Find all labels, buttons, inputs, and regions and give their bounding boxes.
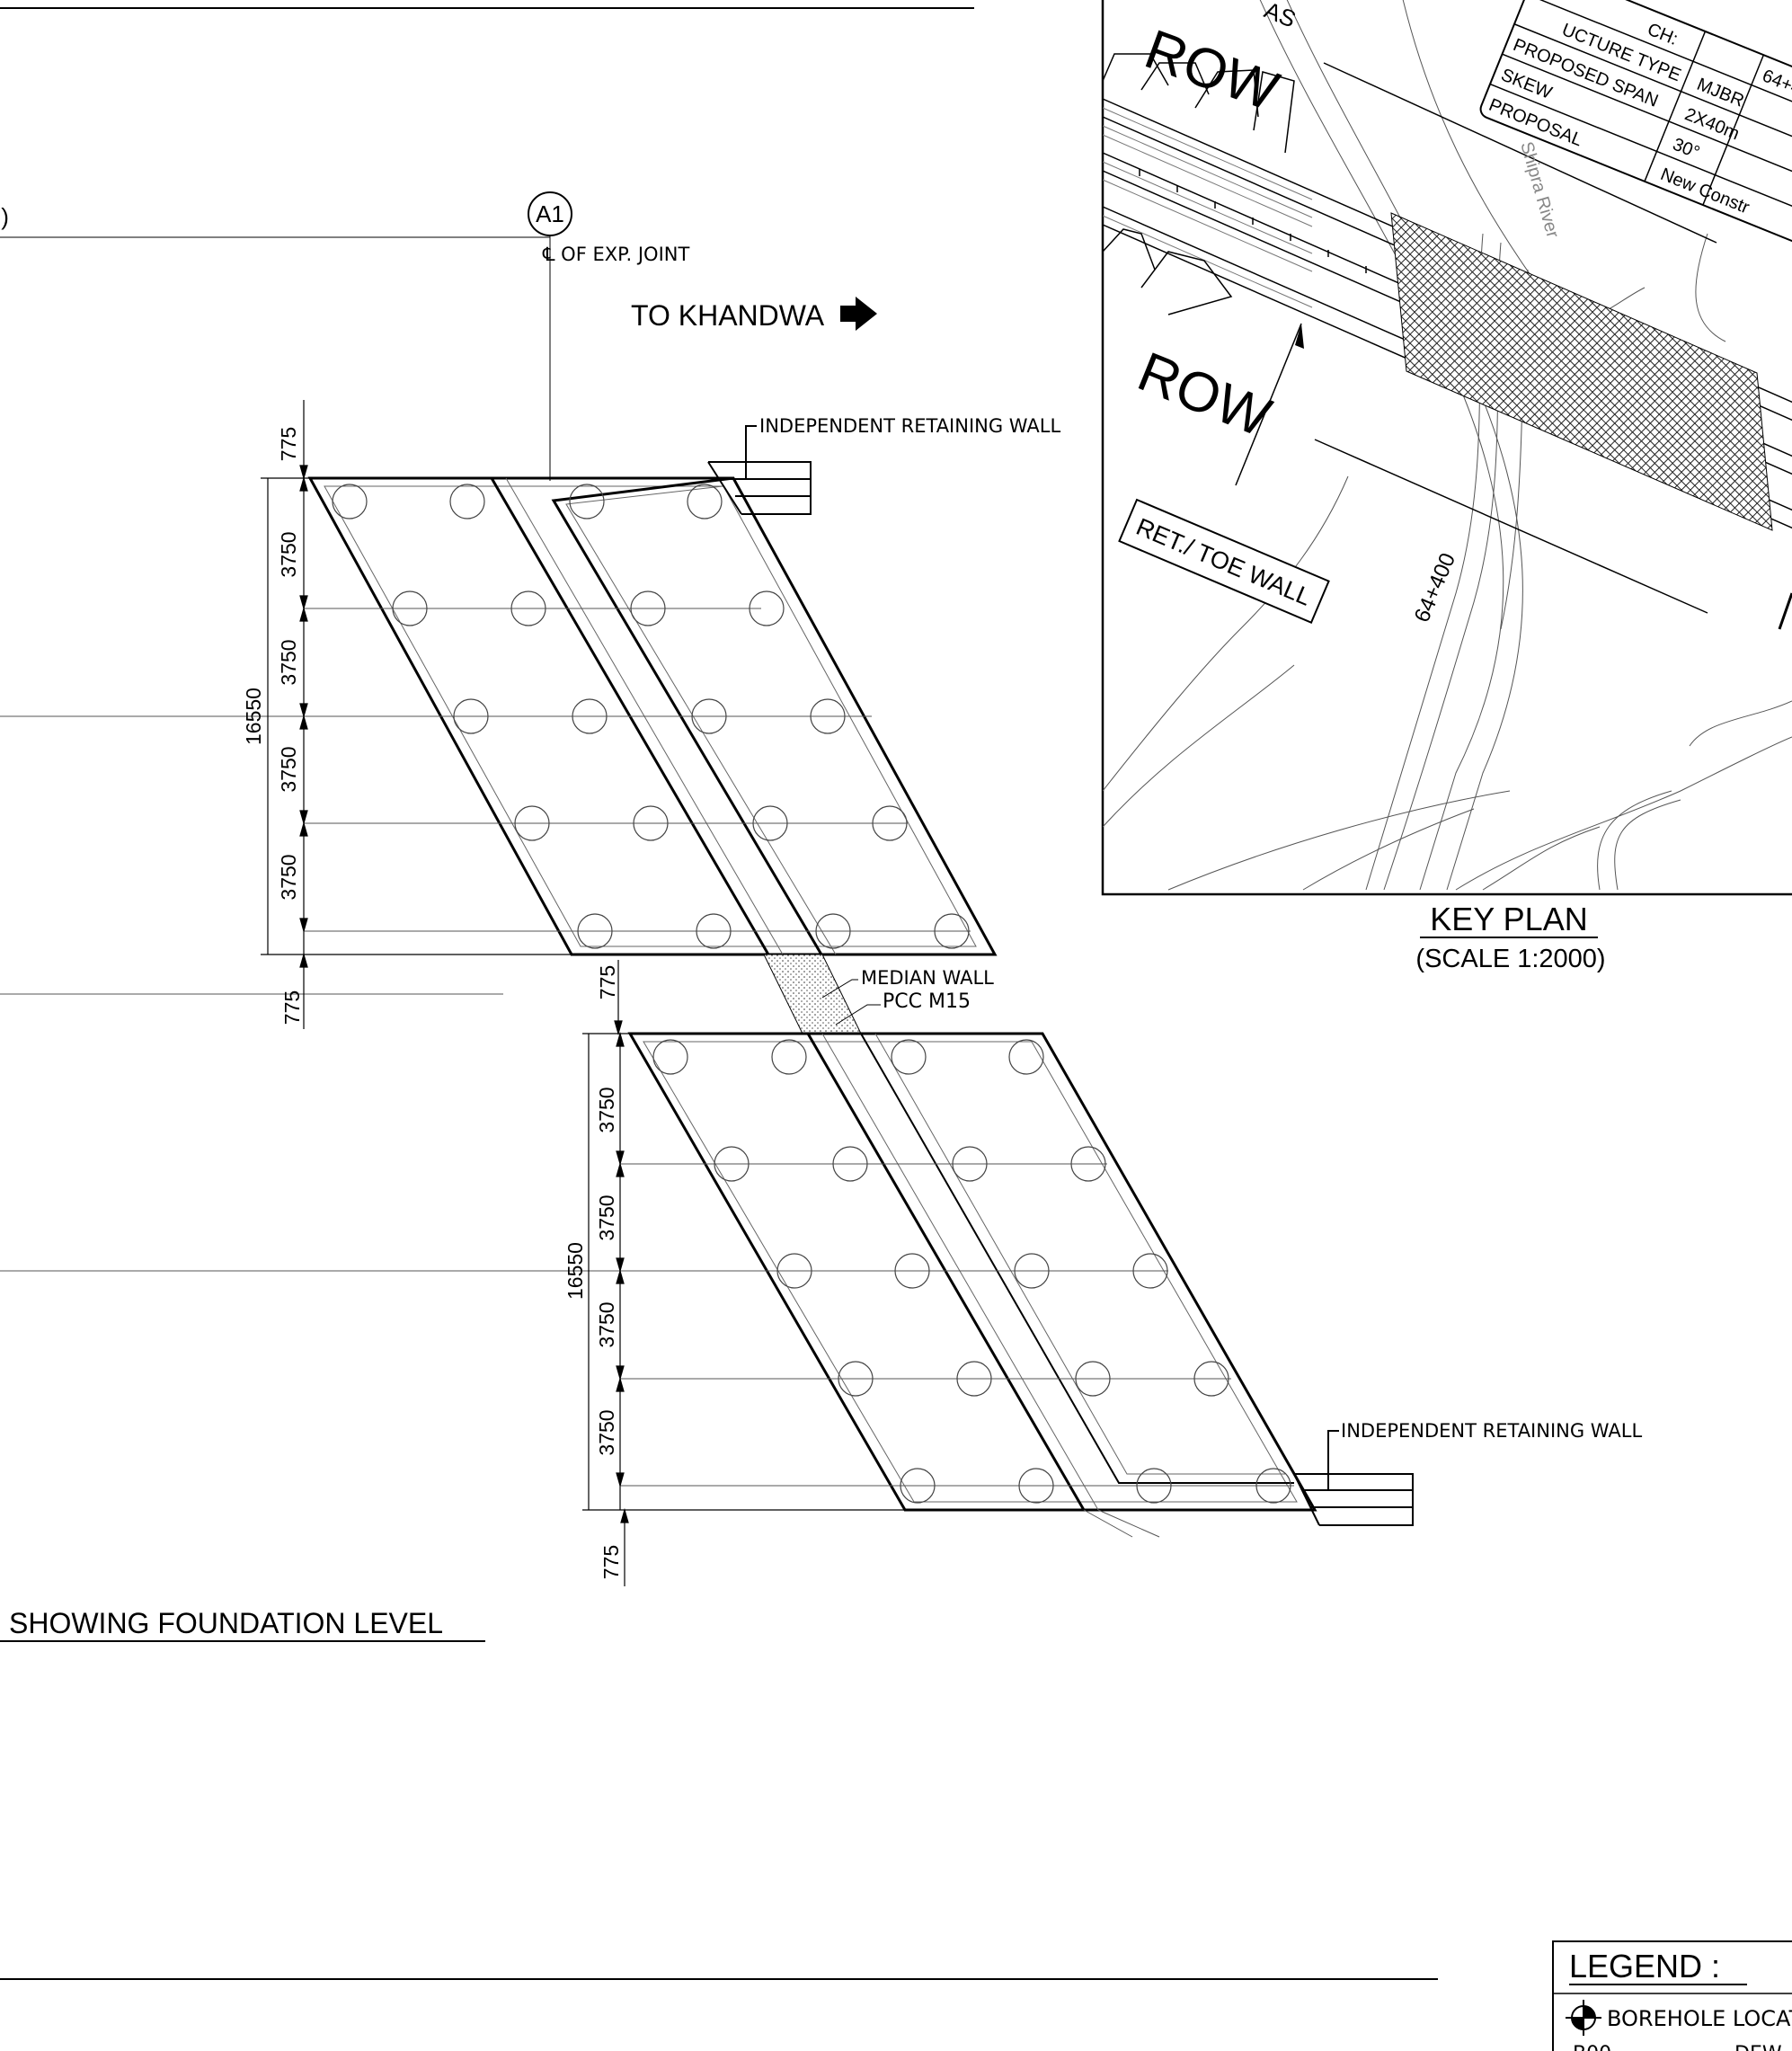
axis-marker-a1: :) A1 ℄ OF EXP. JOINT xyxy=(0,191,689,481)
exp-joint-label: ℄ OF EXP. JOINT xyxy=(542,244,689,265)
median-wall-hatch xyxy=(763,954,862,1034)
upper-dim-3750-d: 3750 xyxy=(277,854,300,900)
middle-dimension xyxy=(614,960,623,1036)
upper-dimensions xyxy=(261,400,572,1029)
upper-dim-775-top: 775 xyxy=(277,427,300,461)
lower-dim-775-bottom: 775 xyxy=(599,1545,623,1579)
upper-dim-3750-a: 3750 xyxy=(277,531,300,577)
key-plan-title: KEY PLAN xyxy=(1430,901,1587,937)
lower-dim-3750-b: 3750 xyxy=(595,1194,618,1240)
lower-dim-3750-c: 3750 xyxy=(595,1301,618,1347)
borehole-icon xyxy=(1566,2000,1601,2036)
upper-dim-3750-b: 3750 xyxy=(277,639,300,685)
key-plan-scale: (SCALE 1:2000) xyxy=(1415,945,1605,973)
lower-dim-3750-a: 3750 xyxy=(595,1087,618,1132)
upper-footing xyxy=(0,476,998,995)
legend-item2-code: B00 xyxy=(1573,2043,1611,2051)
upper-dim-775-bottom: 775 xyxy=(280,990,304,1025)
lower-dim-3750-d: 3750 xyxy=(595,1409,618,1455)
direction-arrow-icon xyxy=(840,297,877,331)
upper-dim-labels: 775 3750 3750 3750 3750 16550 775 xyxy=(242,427,304,1025)
legend-box: LEGEND : BOREHOLE LOCAT B00 DEW xyxy=(1552,1940,1792,2051)
lower-dim-total: 16550 xyxy=(563,1242,587,1300)
upper-dim-total: 16550 xyxy=(242,688,265,745)
axis-label: A1 xyxy=(536,200,564,227)
legend-title: LEGEND : xyxy=(1569,1948,1720,1984)
lower-retaining-wall xyxy=(1293,1430,1414,1526)
upper-dim-3750-c: 3750 xyxy=(277,746,300,792)
upper-retaining-wall xyxy=(707,425,812,515)
left-cut-label: :) xyxy=(0,203,9,230)
median-leader xyxy=(821,979,858,999)
legend-item2-text: DEW xyxy=(1734,2043,1782,2051)
median-leader-2 xyxy=(835,1004,881,1026)
key-plan: ROW AS ROW RET./ TOE WALL 64+400 Shipra … xyxy=(1101,0,1792,896)
bridge-location-hatch xyxy=(1390,212,1773,531)
lower-dimensions xyxy=(582,1031,905,1586)
key-info-table: CH: 64+4 UCTURE TYPE MJBR PROPOSED SPAN … xyxy=(1479,0,1792,247)
median-wall-label: MEDIAN WALL xyxy=(861,967,994,989)
direction-label: TO KHANDWA xyxy=(631,299,825,332)
lower-footing xyxy=(0,1032,1317,1538)
median-material-label: PCC M15 xyxy=(883,990,971,1013)
plan-caption: SHOWING FOUNDATION LEVEL xyxy=(9,1607,443,1639)
lower-dim-labels: 3750 3750 3750 3750 16550 775 xyxy=(563,1087,623,1579)
legend-item-borehole: BOREHOLE LOCAT xyxy=(1607,2006,1792,2031)
middle-dim-775: 775 xyxy=(596,965,619,999)
retaining-wall-top-label: INDEPENDENT RETAINING WALL xyxy=(759,415,1060,437)
retaining-wall-bottom-label: INDEPENDENT RETAINING WALL xyxy=(1341,1420,1642,1442)
